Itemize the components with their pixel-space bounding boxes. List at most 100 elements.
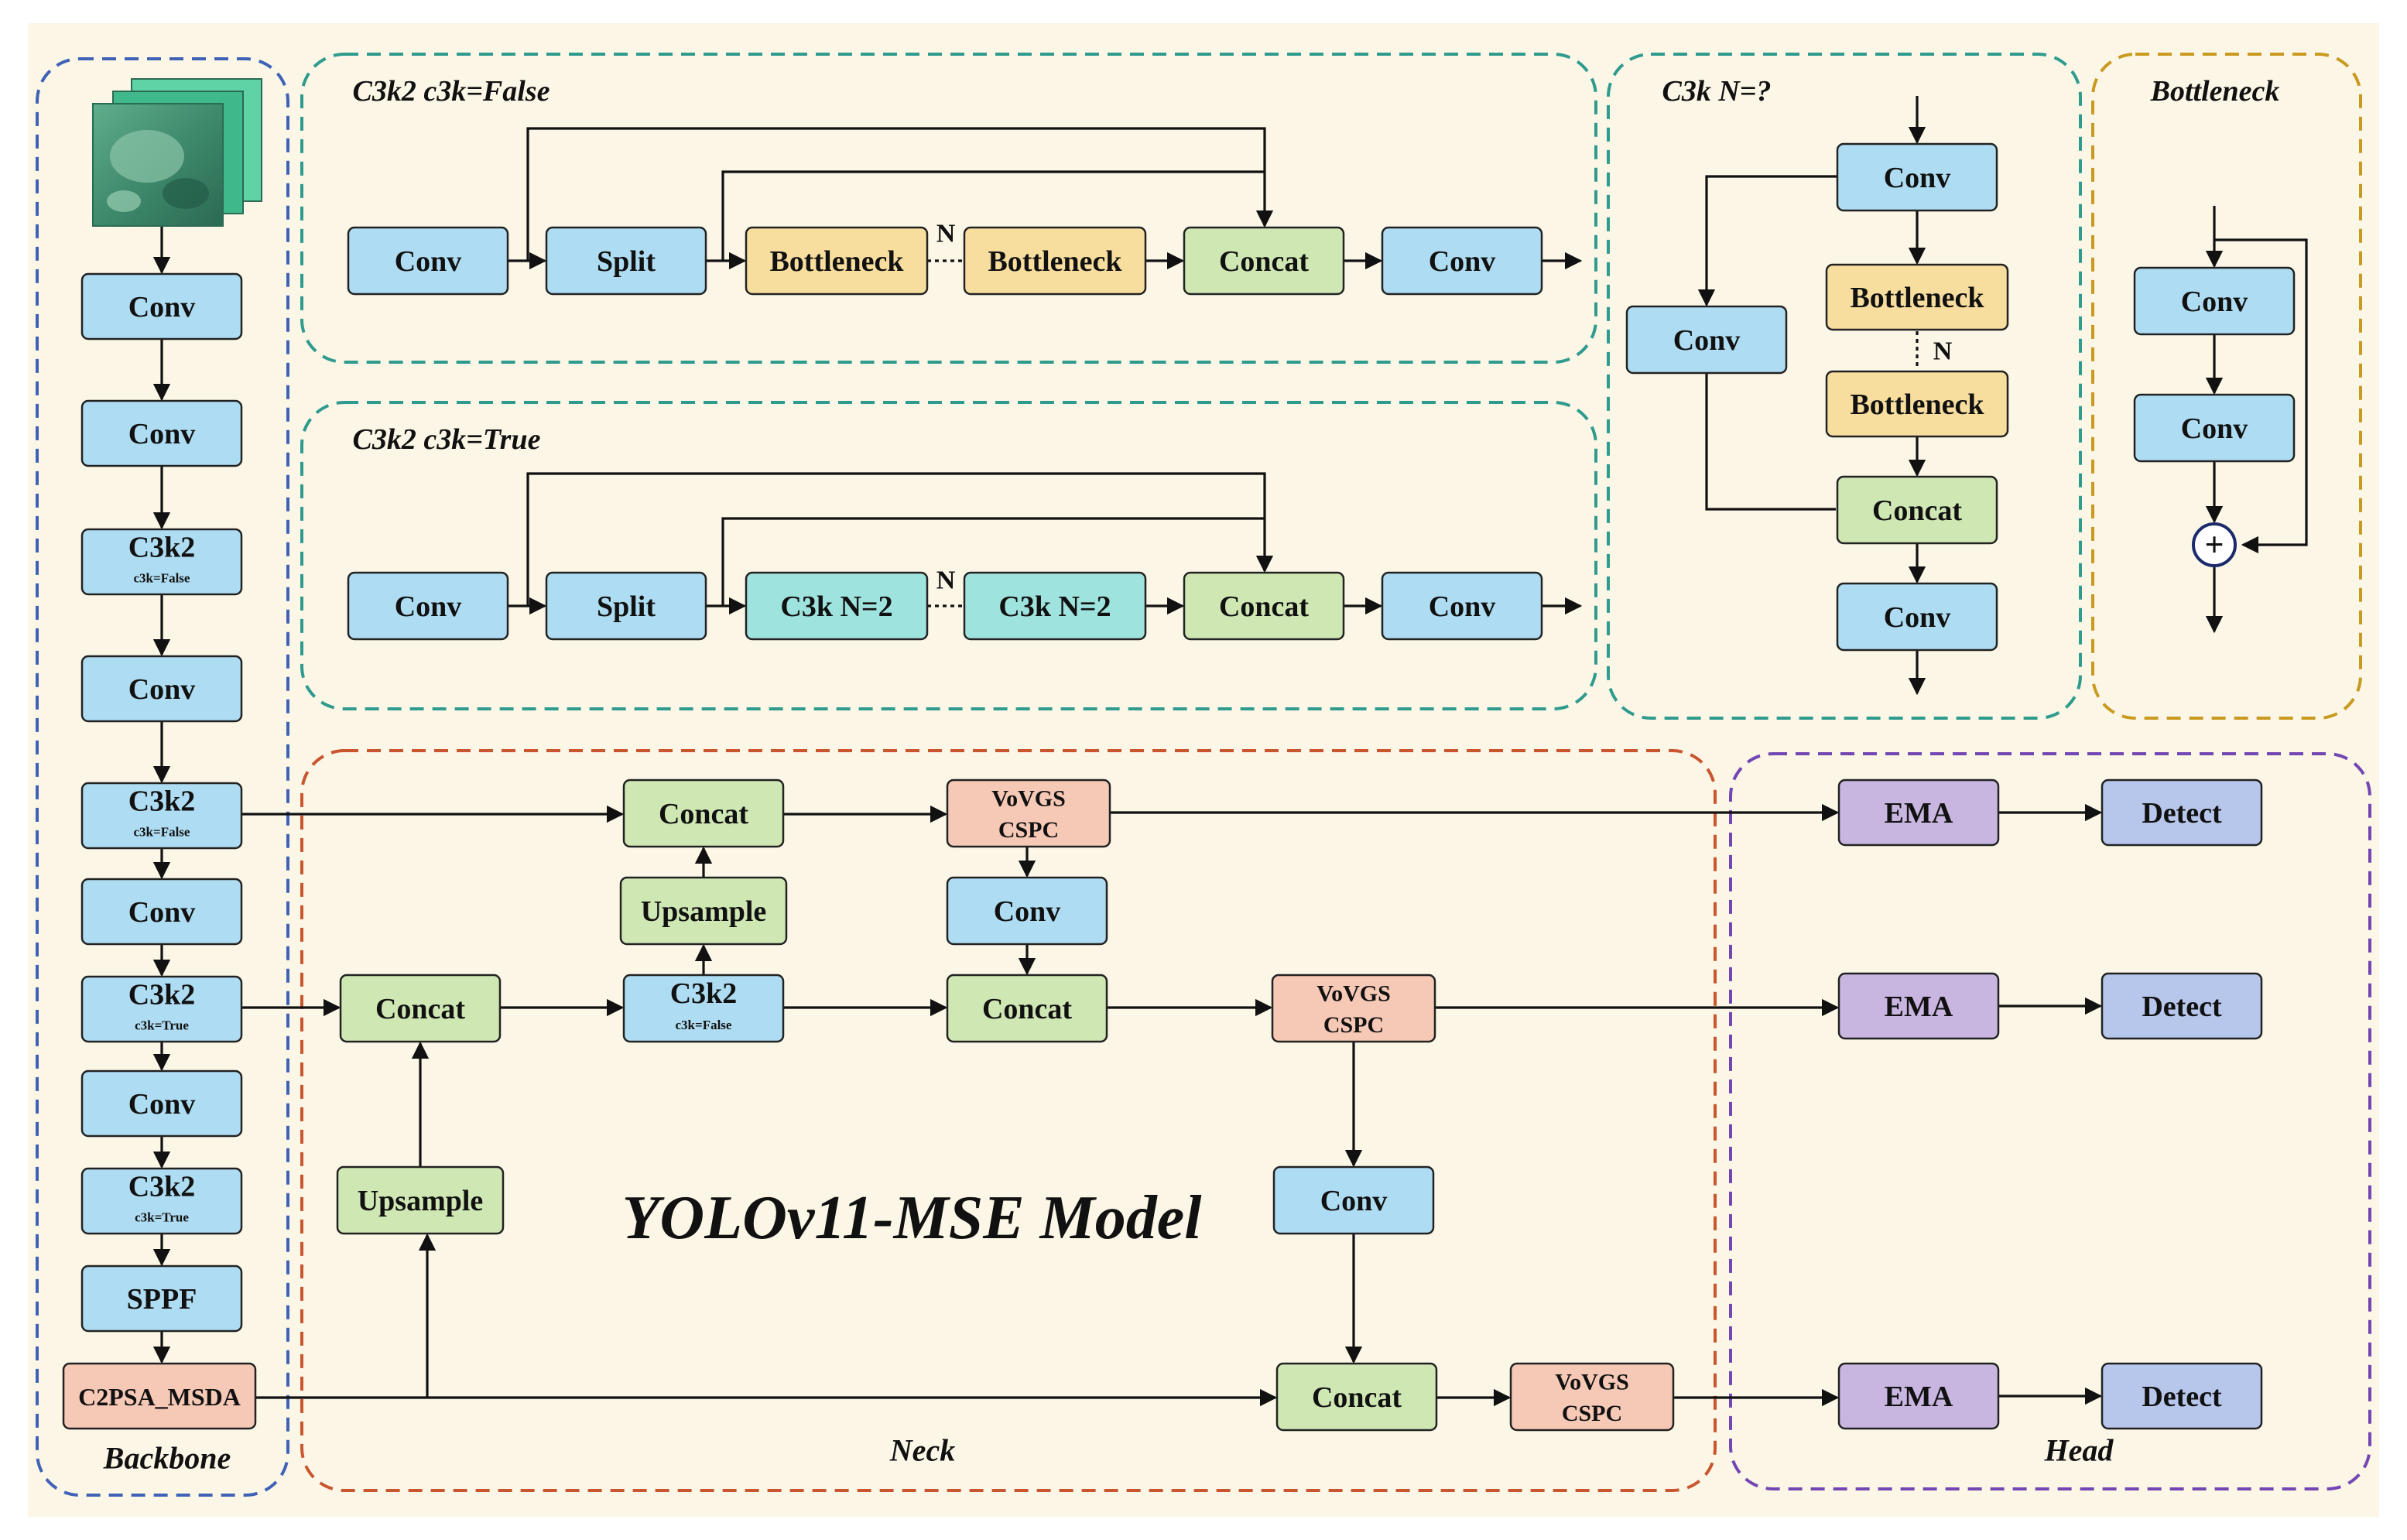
neck-concat-4-label: Concat — [1312, 1381, 1402, 1414]
bb-c3k2-1-label-2: c3k=False — [134, 571, 190, 586]
bb-sppf-label: SPPF — [127, 1283, 197, 1316]
edge-c3k2f-skip-inner — [721, 170, 1265, 261]
neck-vovgs-3-label-1: VoVGS — [1555, 1370, 1629, 1395]
bb-c3k2-1 — [80, 528, 243, 596]
bb-conv-4-label: Conv — [128, 896, 196, 929]
bn-add-icon — [2192, 522, 2237, 567]
head-detect-1-label: Detect — [2142, 797, 2222, 830]
head-detect-3-label: Detect — [2142, 1381, 2222, 1413]
c3k2f-bottleneck-1-label: Bottleneck — [769, 245, 904, 278]
neck-vovgs-3-label-2: CSPC — [1562, 1401, 1622, 1426]
neck-upsample-1 — [619, 876, 788, 946]
c3k2-false-group-label: C3k2 c3k=False — [353, 75, 550, 108]
c3k2f-bottleneck-1 — [745, 226, 929, 296]
c3k-conv-side — [1625, 305, 1788, 375]
c3k-concat-label: Concat — [1872, 495, 1962, 527]
bb-conv-2 — [80, 399, 243, 467]
c3k2t-concat-label: Concat — [1219, 590, 1309, 623]
edge-c3k2t-skip-inner — [721, 517, 1265, 606]
bottleneck-group — [2091, 53, 2362, 720]
c3k-conv-bottom-label: Conv — [1884, 601, 1951, 634]
neck-concat-1 — [622, 779, 785, 848]
neck-upsample-2-label: Upsample — [358, 1185, 484, 1217]
bn-conv-2-label: Conv — [2181, 412, 2248, 445]
c3k2f-n-label: N — [936, 220, 956, 248]
bn-conv-1-label: Conv — [2181, 286, 2248, 318]
c3k2t-c3k-2-label: C3k N=2 — [998, 590, 1111, 623]
edge-c3k-merge — [1705, 373, 1836, 511]
neck-concat-4 — [1275, 1362, 1438, 1432]
c3k-conv-top — [1836, 142, 1998, 212]
bottleneck-group-label: Bottleneck — [2150, 75, 2280, 108]
c3k2t-conv-in-label: Conv — [395, 590, 462, 623]
c3k2f-bottleneck-2-label: Bottleneck — [988, 245, 1122, 278]
c3k-group — [1607, 53, 2082, 720]
bb-c3k2-4 — [80, 1167, 243, 1235]
neck-concat-3 — [946, 974, 1108, 1043]
head-detect-2-label: Detect — [2142, 991, 2222, 1023]
bb-c3k2-2 — [80, 782, 243, 850]
head-ema-2 — [1837, 972, 2000, 1040]
bn-add-icon-label: + — [2204, 526, 2224, 564]
diagram-title: YOLOv11-MSE Model — [622, 1184, 1203, 1252]
input-image-stack — [92, 78, 262, 227]
bb-c3k2-2-label-1: C3k2 — [128, 785, 196, 818]
bn-conv-2 — [2133, 393, 2296, 463]
head-group-label: Head — [2044, 1433, 2114, 1468]
neck-conv-2-label: Conv — [1320, 1185, 1388, 1217]
bb-c3k2-3-label-1: C3k2 — [128, 979, 196, 1011]
bb-c2psa-msda-label: C2PSA_MSDA — [78, 1383, 241, 1411]
neck-concat-2-label: Concat — [375, 993, 465, 1025]
edge-bn-residual — [2214, 238, 2308, 554]
c3k2-true-group-label: C3k2 c3k=True — [353, 423, 541, 456]
neck-vovgs-1 — [946, 779, 1111, 848]
neck-concat-1-label: Concat — [659, 798, 748, 830]
c3k2-true-group — [300, 401, 1597, 710]
c3k2f-split-label: Split — [597, 245, 656, 278]
head-ema-1 — [1837, 779, 2000, 847]
head-detect-2 — [2101, 972, 2263, 1040]
head-ema-1-label: EMA — [1885, 797, 1953, 830]
bb-c3k2-3 — [80, 975, 243, 1043]
c3k-concat — [1836, 475, 1998, 545]
neck-group — [300, 749, 1717, 1492]
c3k2f-conv-out-label: Conv — [1429, 245, 1496, 278]
c3k2f-split — [545, 226, 707, 296]
bb-c3k2-1-label-1: C3k2 — [128, 532, 196, 564]
neck-c3k2 — [622, 974, 785, 1043]
bb-sppf — [80, 1265, 243, 1333]
c3k-group-label: C3k N=? — [1662, 75, 1772, 108]
bb-c3k2-2-label-2: c3k=False — [134, 825, 190, 840]
c3k2-false-group — [300, 53, 1597, 364]
neck-concat-3-label: Concat — [982, 993, 1072, 1025]
neck-vovgs-2-label-2: CSPC — [1323, 1012, 1384, 1038]
bb-conv-1 — [80, 272, 243, 341]
bb-conv-1-label: Conv — [128, 291, 196, 323]
neck-conv-1 — [946, 876, 1108, 946]
edge-c3k2f-skip-outer — [526, 127, 1274, 261]
c3k2t-c3k-1-label: C3k N=2 — [780, 590, 892, 623]
c3k2t-conv-in — [347, 571, 509, 641]
neck-upsample-1-label: Upsample — [641, 895, 767, 928]
neck-conv-1-label: Conv — [994, 895, 1061, 928]
backbone-group — [36, 57, 289, 1497]
edge-c3k-branch — [1697, 175, 1837, 307]
c3k-n-label: N — [1933, 337, 1953, 366]
neck-c3k2-label-1: C3k2 — [670, 977, 738, 1010]
head-detect-1 — [2101, 779, 2263, 847]
neck-c3k2-label-2: c3k=False — [676, 1018, 732, 1032]
bb-conv-4 — [80, 878, 243, 946]
c3k2t-c3k-2 — [963, 571, 1147, 641]
c3k2f-bottleneck-2 — [963, 226, 1147, 296]
neck-concat-2 — [339, 974, 502, 1043]
head-ema-3 — [1837, 1362, 2000, 1430]
neck-vovgs-3 — [1509, 1362, 1675, 1432]
neck-group-label: Neck — [889, 1433, 955, 1468]
c3k-bottleneck-1 — [1825, 263, 2009, 331]
c3k2t-conv-out — [1381, 571, 1543, 641]
bb-conv-5-label: Conv — [128, 1088, 196, 1121]
c3k2f-concat — [1183, 226, 1345, 296]
c3k-bottleneck-2 — [1825, 370, 2009, 438]
bn-conv-1 — [2133, 266, 2296, 336]
